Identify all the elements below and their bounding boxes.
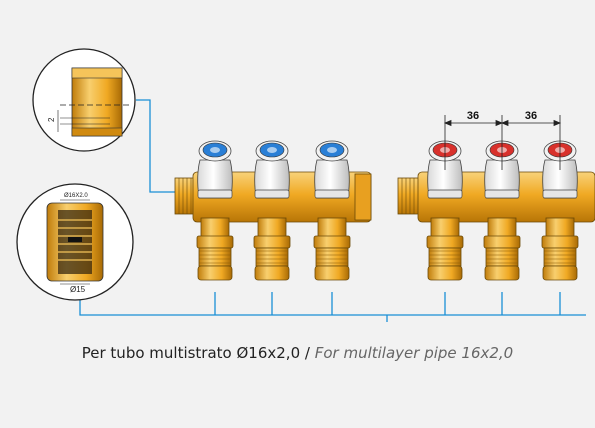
valve-blue-3 — [313, 140, 351, 281]
detail-top-label: 2 — [47, 117, 56, 122]
detail-bottom-top-label: Ø16X2.0 — [64, 193, 88, 199]
valve-blue-2 — [253, 140, 291, 281]
detail-circle-top: 2 — [32, 48, 136, 152]
valve-blue-1 — [196, 140, 234, 281]
caption-english: For multilayer pipe 16x2,0 — [314, 344, 514, 362]
leader-top — [136, 99, 178, 193]
dimension-lines — [443, 115, 562, 170]
detail-bottom-bottom-label: Ø15 — [70, 285, 86, 294]
valve-red-1 — [426, 140, 464, 281]
detail-circle-bottom: Ø16X2.0 Ø15 — [16, 183, 134, 301]
caption-italian: Per tubo multistrato Ø16x2,0 / — [81, 344, 315, 362]
valves — [196, 140, 579, 281]
caption: Per tubo multistrato Ø16x2,0 / For multi… — [0, 344, 595, 362]
leader-lines — [79, 99, 586, 322]
dimension-right: 36 — [525, 110, 537, 122]
leader-bottom — [79, 300, 586, 316]
dimension-left: 36 — [467, 110, 479, 122]
